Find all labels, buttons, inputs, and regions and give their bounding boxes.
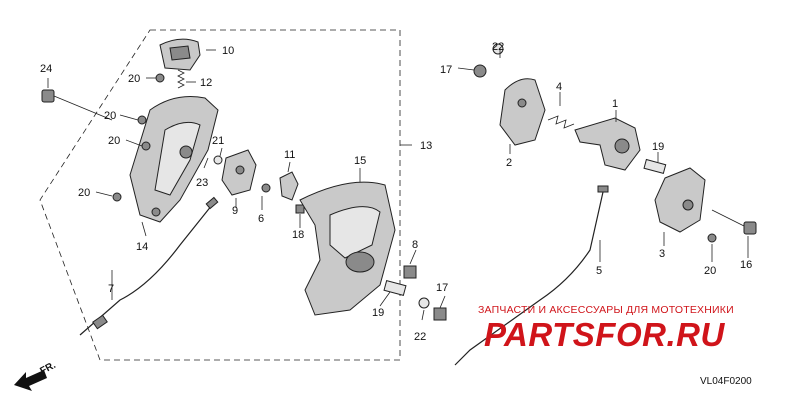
diagram-code: VL04F0200	[700, 376, 752, 387]
callout-17a: 17	[440, 64, 452, 76]
part-hardware-center	[383, 265, 447, 321]
callout-19b: 19	[372, 307, 384, 319]
callout-20c: 20	[108, 135, 120, 147]
callout-16: 16	[740, 259, 752, 271]
callout-23: 23	[196, 177, 208, 189]
callout-7: 7	[108, 283, 114, 295]
callout-22a: 22	[492, 41, 504, 53]
front-arrow-icon	[14, 370, 47, 391]
callout-1: 1	[612, 98, 618, 110]
callout-9: 9	[232, 205, 238, 217]
part-cable-7	[79, 196, 219, 336]
callout-8: 8	[412, 239, 418, 251]
callout-10: 10	[222, 45, 234, 57]
callout-2: 2	[506, 157, 512, 169]
part-link	[261, 171, 305, 214]
callout-3: 3	[659, 248, 665, 260]
watermark-text: ЗАПЧАСТИ И АКСЕССУАРЫ ДЛЯ МОТОТЕХНИКИ	[478, 304, 734, 316]
callout-20b: 20	[104, 110, 116, 122]
part-cam-block	[213, 149, 257, 196]
part-pin-19	[643, 158, 667, 175]
callout-leaders	[47, 48, 749, 321]
part-cap	[159, 38, 201, 71]
callout-22b: 22	[414, 331, 426, 343]
watermark-logo: PARTSFOR.RU	[484, 316, 725, 353]
part-spring-4	[547, 115, 575, 129]
callout-5: 5	[596, 265, 602, 277]
callout-11: 11	[284, 149, 295, 161]
callout-17b: 17	[436, 282, 448, 294]
part-bolt-16	[707, 209, 757, 243]
part-spring-12	[177, 69, 185, 89]
callout-24: 24	[40, 63, 52, 75]
callout-20a: 20	[128, 73, 140, 85]
part-cable-5	[454, 185, 609, 366]
callout-14: 14	[136, 241, 148, 253]
callout-20d: 20	[78, 187, 90, 199]
part-screws-20	[112, 73, 165, 202]
part-cover	[299, 181, 396, 316]
part-throttle-1	[574, 117, 641, 171]
callout-6: 6	[258, 213, 264, 225]
part-lever-bracket	[129, 96, 219, 223]
callout-15: 15	[354, 155, 366, 167]
callout-19a: 19	[652, 141, 664, 153]
part-housing-3	[654, 167, 706, 233]
callout-18: 18	[292, 229, 304, 241]
callout-numbers: 1 2 3 4 5 6 7 8 9 10 11 12 13 14 15 16 1…	[40, 41, 752, 343]
part-bolt-24	[41, 89, 113, 121]
callout-13: 13	[420, 140, 432, 152]
callout-4: 4	[556, 81, 562, 93]
assembly-frame-13	[39, 29, 401, 361]
callout-21: 21	[212, 135, 224, 147]
callout-20e: 20	[704, 265, 716, 277]
callout-12: 12	[200, 77, 212, 89]
part-bracket-2	[473, 43, 546, 146]
